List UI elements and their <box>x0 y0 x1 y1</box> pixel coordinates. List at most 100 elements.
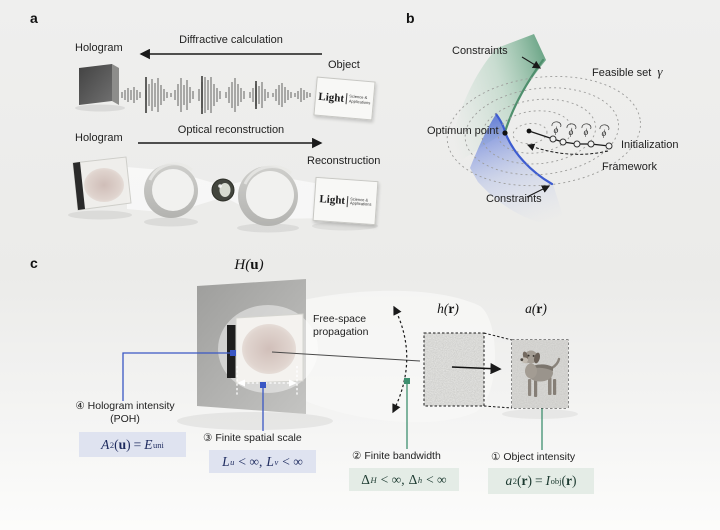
object-plane-title: a(r) <box>516 301 556 316</box>
measure-arrowhead <box>289 379 297 387</box>
lens-icon <box>238 165 298 226</box>
fn: a <box>525 301 532 316</box>
object-intensity-title: ① Object intensity <box>491 451 576 463</box>
phi-update-arcs <box>551 121 610 131</box>
kernel-to-object-arrow <box>451 362 502 375</box>
var: A <box>101 436 110 452</box>
paren: ) <box>527 473 533 488</box>
hologram-label-top: Hologram <box>75 42 123 54</box>
hologram-plane-title: H(u) <box>220 257 278 273</box>
paren: ) <box>126 436 131 452</box>
lens-icon <box>144 162 198 218</box>
phi-symbols: ϕ ϕ ϕ ϕ <box>554 125 607 138</box>
relation: < ∞, <box>380 471 405 487</box>
hologram-plate-side <box>112 64 119 105</box>
paren: ( <box>531 301 537 316</box>
plate-shadow <box>75 104 125 112</box>
hologram-label-bottom: Hologram <box>75 132 123 144</box>
sub: v <box>274 456 279 467</box>
constraints-top-pointer <box>521 56 542 69</box>
light-beam <box>127 167 332 219</box>
free-space-line1: Free-space <box>313 313 367 325</box>
relation: < ∞ <box>426 471 447 487</box>
constraints-top-label: Constraints <box>452 45 508 57</box>
finite-bandwidth-title: ② Finite bandwidth <box>352 450 441 462</box>
sampling-frustum <box>423 332 569 409</box>
measure-arrowhead <box>237 379 245 387</box>
fn: H <box>234 257 246 273</box>
gamma-symbol: γ <box>657 64 663 79</box>
iterate-circles <box>549 135 613 150</box>
var: I <box>545 473 551 488</box>
diffraction-waveform-icon <box>121 77 311 113</box>
arg: u <box>118 436 127 452</box>
finite-spatial-scale-title: ③ Finite spatial scale <box>203 432 302 444</box>
light-journal-card: Light Science & Applications <box>313 76 376 121</box>
paren: ( <box>245 257 251 273</box>
diffractive-calculation-label: Diffractive calculation <box>179 34 283 46</box>
light-logo-name: Light <box>319 193 346 207</box>
sub: H <box>370 474 377 485</box>
arg: u <box>250 257 259 273</box>
constraint-curve-blue <box>494 112 554 186</box>
var: E <box>144 436 153 452</box>
arg: r <box>536 301 543 316</box>
light-logo: Light Science & Applications <box>318 90 371 107</box>
paren: ) <box>542 301 547 316</box>
dog-icon <box>520 350 561 397</box>
phi-symbol: ϕ <box>569 127 574 137</box>
paren: ) <box>572 473 577 488</box>
paren: ) <box>258 257 264 273</box>
delta: Δ <box>408 471 418 487</box>
phi-symbol: ϕ <box>602 128 607 138</box>
object-panel-icon <box>512 340 568 408</box>
arg: r <box>521 473 528 488</box>
constraint-curve-green <box>503 58 545 134</box>
hologram-intensity-subtitle: (POH) <box>110 413 140 425</box>
hologram-poh-icon <box>227 313 304 384</box>
phi-symbol: ϕ <box>584 127 589 137</box>
sub: obj <box>550 476 562 486</box>
panel-a-label: a <box>30 10 38 26</box>
light-logo-name: Light <box>317 90 345 105</box>
kernel-panel-icon <box>424 333 484 406</box>
paren: ( <box>114 436 119 452</box>
light-logo-tagline: Science & Applications <box>349 93 371 105</box>
free-space-propagation-label: Free-space propagation <box>313 313 368 339</box>
shadow <box>177 412 333 430</box>
wavefront-arc <box>392 305 408 414</box>
phi-symbol: ϕ <box>554 125 559 135</box>
green-callouts <box>404 378 545 450</box>
sub: h <box>417 474 423 485</box>
light-journal-card: Light Science & Applications <box>312 176 379 226</box>
var: L <box>222 453 230 469</box>
aperture-icon <box>211 178 235 202</box>
iteration-path <box>528 130 610 147</box>
framework-label: Framework <box>602 161 658 173</box>
kernel-plane-title: h(r) <box>428 301 468 316</box>
sup: 2 <box>512 476 517 486</box>
feasible-set-text: Feasible set <box>592 67 652 79</box>
equals: = <box>133 436 142 452</box>
free-space-line2: propagation <box>313 326 369 338</box>
optimum-point-label: Optimum point <box>427 125 499 137</box>
paren: ( <box>443 301 449 316</box>
optimum-point-dot <box>502 130 508 136</box>
light-logo-divider <box>345 93 348 105</box>
shadow <box>502 409 578 419</box>
initialization-label: Initialization <box>621 139 679 151</box>
arg: r <box>448 301 455 316</box>
framework-trajectory-arrow <box>526 143 609 155</box>
var: a <box>505 473 513 488</box>
sub: uni <box>153 439 164 450</box>
light-logo-tagline: Science & Applications <box>350 196 372 207</box>
paren: ( <box>561 473 567 488</box>
panel-b-label: b <box>406 10 415 26</box>
equals: = <box>535 473 543 488</box>
delta: Δ <box>361 471 370 487</box>
hologram-backdrop-panel <box>197 279 306 414</box>
object-label: Object <box>328 59 360 71</box>
